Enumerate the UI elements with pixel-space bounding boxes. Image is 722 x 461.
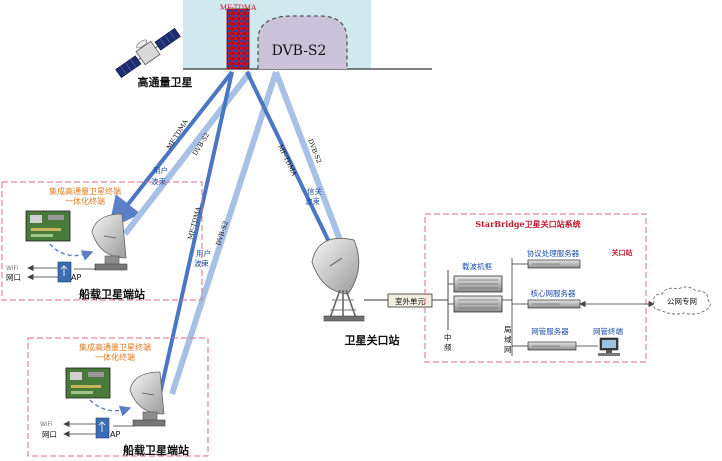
outdoor-unit-box	[387, 293, 433, 308]
terminal-top-link	[49, 243, 94, 261]
nms-server-label: 网管服务器	[531, 326, 569, 336]
core-server-label: 核心网服务器	[531, 288, 576, 298]
protocol-server-icon	[527, 259, 581, 269]
satellite-name: 高通量卫星	[138, 75, 193, 89]
protocol-server-label: 协议处理服务器	[527, 248, 580, 258]
nms-terminal-label: 网管终端	[593, 326, 623, 336]
terminal-panel-top-border	[1, 181, 203, 301]
terminal-bottom-wifi-label: WiFi	[40, 421, 52, 428]
gateway-site-label: 关口站	[612, 248, 633, 257]
terminal-panel-top: 集成高通量卫星终端 一体化终端 WiFi 网口 AP 船载卫星端站	[1, 181, 203, 301]
ship-dish-icon	[129, 371, 166, 427]
beam-links	[108, 70, 343, 395]
terminal-top-title-1: 集成高通量卫星终端	[49, 186, 121, 196]
link-label-mftdma-3: MF-TDMA	[276, 143, 298, 177]
public-network-label: 公网专网	[667, 296, 697, 306]
gateway-beam-line2: 波束	[305, 196, 320, 206]
terminal-bottom-ap-label: AP	[110, 430, 120, 439]
if-label-1: 中	[444, 332, 452, 342]
mf-tdma-label: MF-TDMA	[220, 4, 257, 12]
gateway-system-panel: StarBridge卫星关口站系统 关口站 中 频 载波机框 协议处理服务器	[424, 213, 647, 363]
gateway-system-title: StarBridge卫星关口站系统	[475, 219, 580, 229]
terminal-top-port-label: 网口	[6, 273, 21, 282]
terminal-bottom-name: 船载卫星端站	[123, 443, 189, 457]
baseband-rack-label: 载波机框	[462, 261, 492, 271]
computer-icon	[598, 337, 620, 356]
terminal-bottom-title-2: 一体化终端	[95, 352, 135, 362]
user-beam-1-line1: 用户	[153, 165, 168, 175]
beam-bottom-mftdma	[158, 71, 234, 395]
beam-gateway-dvbs2	[273, 70, 343, 242]
terminal-top-wifi-label: WiFi	[6, 265, 18, 272]
terminal-board-icon	[65, 367, 111, 399]
user-beam-2-line1: 用户	[196, 248, 211, 258]
terminal-bottom-port-label: 网口	[42, 430, 57, 439]
nms-server-icon	[527, 341, 577, 351]
dvb-s2-label: DVB-S2	[272, 43, 327, 59]
lan-label-2: 域	[504, 334, 512, 344]
gateway-name: 卫星关口站	[345, 333, 400, 347]
satellite-icon	[115, 27, 181, 79]
if-label-2: 频	[444, 342, 452, 352]
dvb-s2-carrier	[257, 15, 348, 69]
terminal-bottom-title-1: 集成高通量卫星终端	[79, 342, 151, 352]
beam-top-dvbs2	[122, 70, 253, 236]
terminal-panel-bottom: 集成高通量卫星终端 一体化终端 WiFi 网口 AP 船载卫星端站	[27, 337, 209, 457]
baseband-rack-icon	[453, 275, 503, 313]
lan-label-1: 局	[504, 325, 512, 334]
terminal-top-title-2: 一体化终端	[65, 196, 105, 206]
access-point-icon	[57, 261, 72, 283]
user-beam-1-line2: 波束	[151, 176, 166, 186]
link-label-mftdma-1: MF-TDMA	[165, 118, 190, 151]
spectrum-panel: MF-TDMA DVB-S2	[183, 0, 432, 70]
beam-top-mftdma	[108, 70, 234, 230]
gateway-panel-border	[424, 213, 647, 363]
link-label-dvbs2-2: DVB-S2	[214, 220, 229, 247]
terminal-top-name: 船载卫星端站	[79, 287, 145, 301]
gateway-beam-line1: 信关	[307, 186, 322, 196]
terminal-bottom-link	[89, 399, 132, 417]
mf-tdma-carrier	[226, 8, 250, 70]
beam-gateway-mftdma	[245, 71, 332, 245]
terminal-panel-bottom-border	[27, 337, 209, 457]
access-point-icon	[95, 417, 110, 439]
outdoor-unit-label: 室外单元	[395, 296, 425, 306]
terminal-board-icon	[25, 210, 71, 242]
lan-label-3: 网	[504, 345, 512, 354]
ship-dish-icon	[91, 213, 128, 271]
terminal-top-ap-label: AP	[71, 273, 81, 282]
gateway-antenna-icon	[311, 237, 365, 322]
beam-bottom-dvbs2	[169, 71, 279, 395]
core-server-icon	[527, 299, 581, 309]
cloud-icon	[653, 286, 711, 315]
